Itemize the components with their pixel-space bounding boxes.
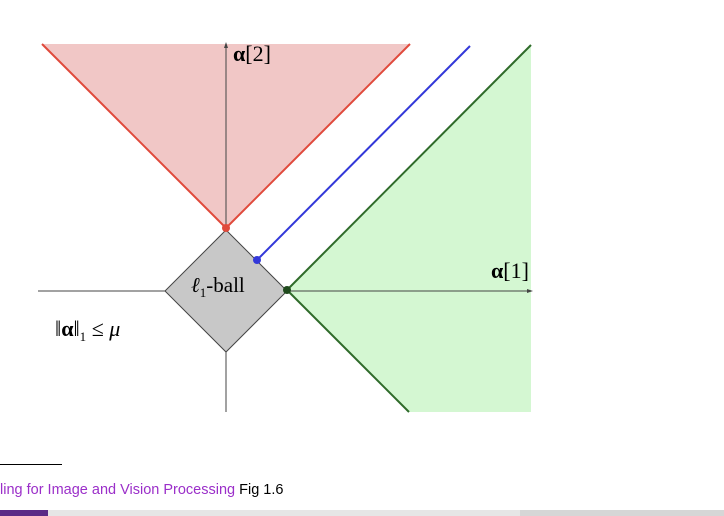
green-cone-region bbox=[287, 45, 531, 412]
constraint-alpha: α bbox=[61, 316, 74, 341]
constraint-norm-close: ‖ bbox=[73, 316, 79, 341]
y-axis-label: α[2] bbox=[233, 41, 271, 66]
y-axis-arrow-icon bbox=[224, 42, 228, 48]
footer-bar bbox=[0, 510, 724, 516]
red-cone-right-edge bbox=[225, 43, 411, 229]
x-axis-label: α[1] bbox=[491, 258, 529, 283]
footnote-book-link[interactable]: ling for Image and Vision Processing bbox=[0, 482, 236, 498]
footer-accent bbox=[0, 510, 48, 516]
ball-label-sub: 1 bbox=[200, 285, 207, 300]
l1-ball-diagram: α[2] α[1] ℓ1-ball ‖α‖1 ≤ μ bbox=[38, 41, 533, 413]
footnote-rule bbox=[0, 464, 62, 465]
green-cone-lower-edge bbox=[286, 289, 410, 413]
x-axis-arrow-icon bbox=[527, 289, 533, 293]
x-axis-label-alpha: α bbox=[491, 258, 504, 283]
red-cone-left-edge bbox=[41, 43, 227, 229]
constraint-sub: 1 bbox=[80, 329, 87, 344]
ball-label-ell: ℓ bbox=[191, 273, 200, 297]
footnote-fig-ref: Fig 1.6 bbox=[235, 482, 284, 498]
constraint-rest: ≤ μ bbox=[86, 316, 120, 341]
constraint-label: ‖α‖1 ≤ μ bbox=[55, 316, 120, 344]
blue-line bbox=[256, 45, 471, 261]
constraint-norm-open: ‖ bbox=[55, 316, 61, 341]
green-cone-upper-edge bbox=[286, 44, 532, 291]
blue-endpoint bbox=[253, 256, 261, 264]
green-vertex-point bbox=[283, 286, 291, 294]
y-axis-label-index: [2] bbox=[245, 41, 271, 66]
y-axis-label-alpha: α bbox=[233, 41, 246, 66]
red-vertex-point bbox=[222, 224, 230, 232]
l1-ball-label: ℓ1-ball bbox=[191, 273, 245, 300]
footnote: ling for Image and Vision Processing Fig… bbox=[0, 482, 283, 498]
ball-label-rest: -ball bbox=[206, 273, 245, 297]
footer-right-segment bbox=[520, 510, 724, 516]
x-axis-label-index: [1] bbox=[503, 258, 529, 283]
